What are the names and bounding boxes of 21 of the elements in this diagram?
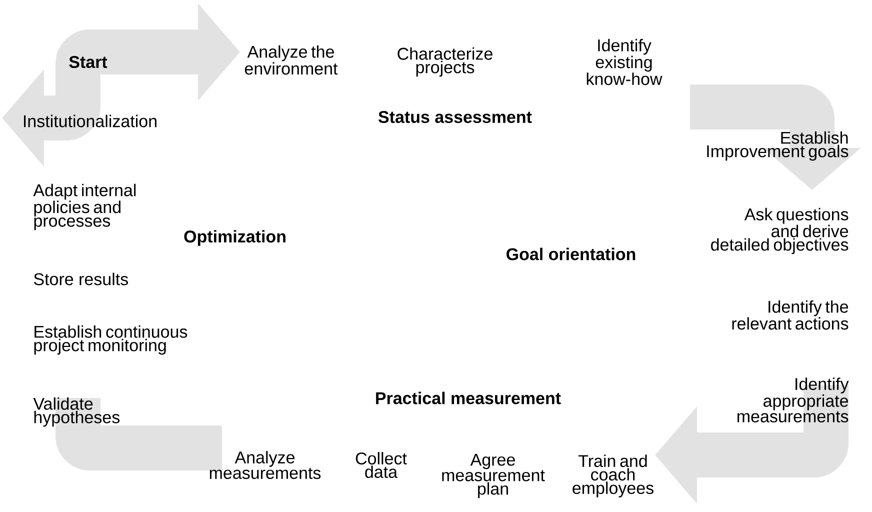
phase-label: Start	[69, 56, 108, 68]
step-label: Institutionalization	[24, 114, 156, 128]
step-label: Identify existing know-how	[586, 38, 662, 86]
step-label: Ask questions and derive detailed objectives	[711, 208, 848, 254]
step-label: Establish Improvement goals	[707, 131, 848, 161]
phase-label: Goal orientation	[506, 248, 636, 260]
phase-label: Status assessment	[378, 110, 532, 124]
step-label: Agree measurement plan	[442, 454, 545, 498]
phase-label: Optimization	[184, 230, 286, 246]
step-label: Analyze measurements	[210, 451, 321, 479]
step-label: Identify the relevant actions	[732, 300, 848, 330]
step-label: Store results	[34, 272, 128, 286]
step-label: Validate hypotheses	[33, 397, 120, 427]
step-label: Analyze the environment	[244, 45, 338, 75]
step-label: Characterize projects	[398, 47, 492, 77]
phase-label: Practical measurement	[376, 392, 561, 404]
step-label: Adapt internal policies and processes	[33, 184, 136, 230]
step-label: Collect data	[356, 452, 407, 478]
step-label: Train and coach employees	[572, 454, 654, 498]
step-label: Identify appropriate measurements	[738, 378, 849, 422]
step-label: Establish continuous project monitoring	[34, 325, 188, 355]
